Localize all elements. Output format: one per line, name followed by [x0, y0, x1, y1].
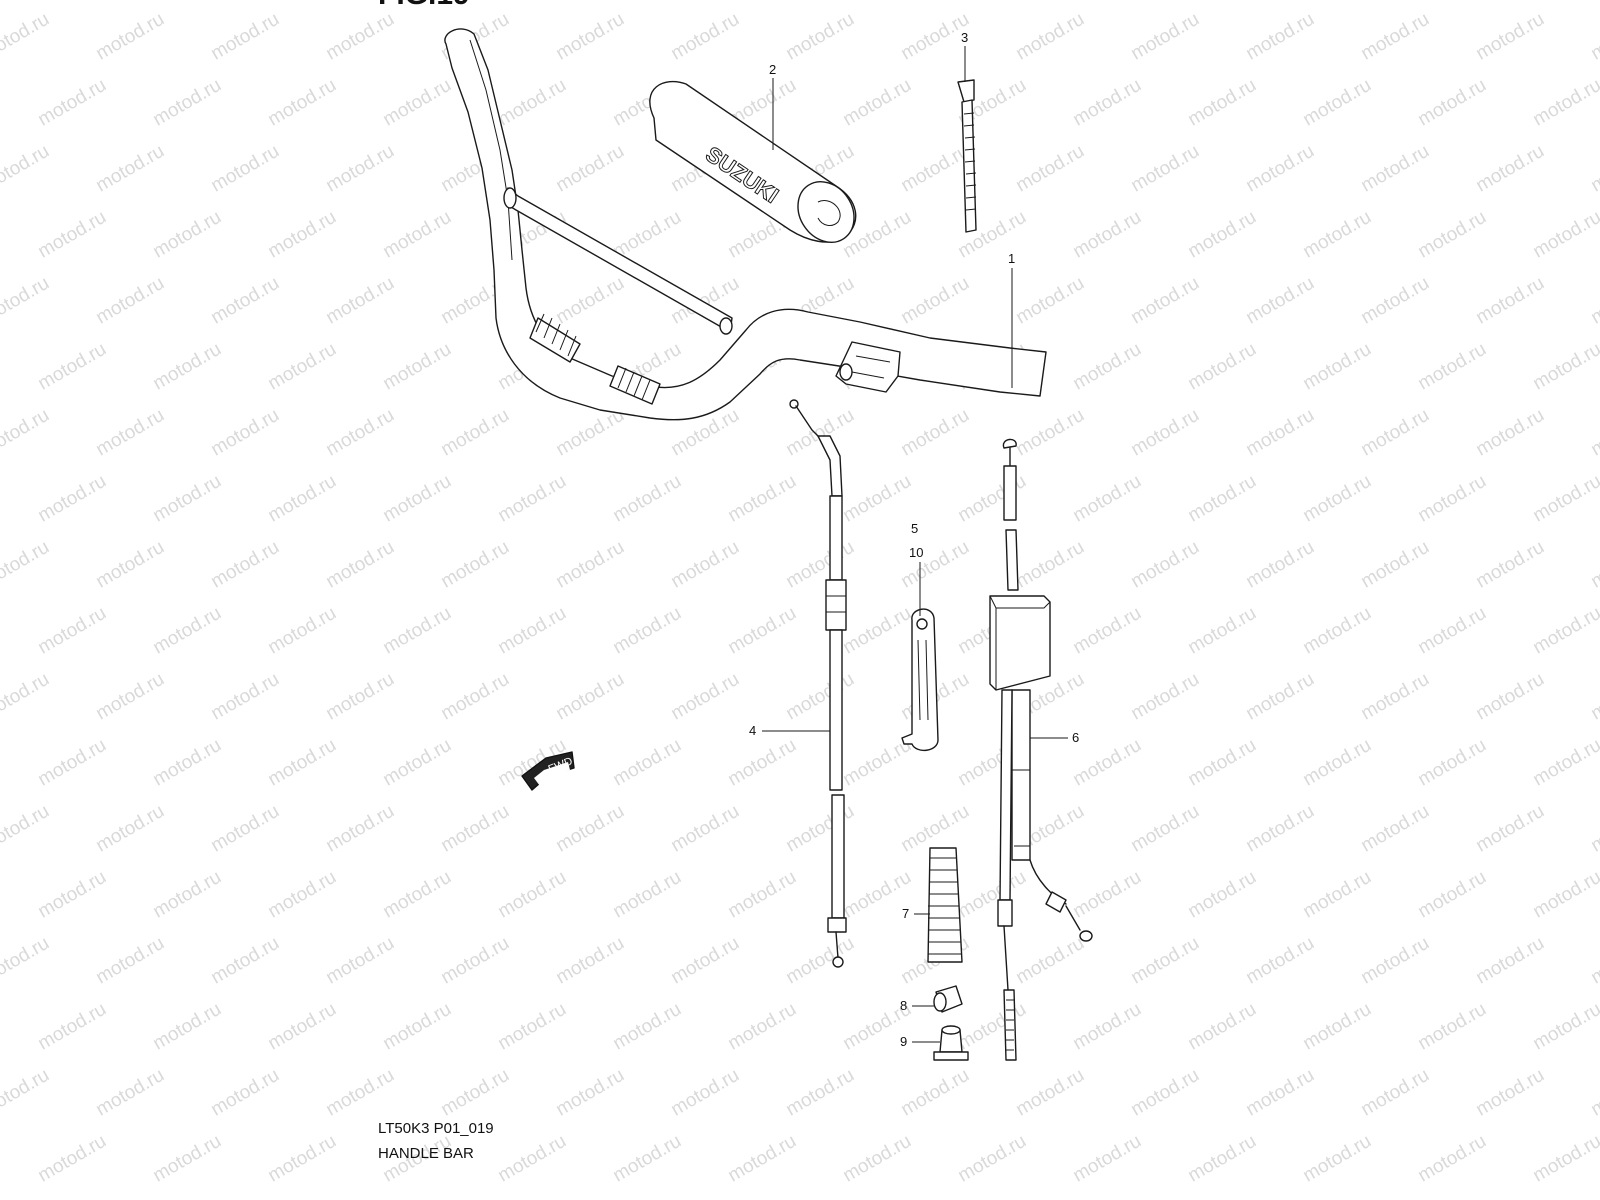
callouts: 1 2 3 4 5 10 6 7 8 9: [749, 30, 1079, 1049]
figure-name: HANDLE BAR: [378, 1145, 474, 1162]
callout-2: 2: [769, 62, 776, 77]
callout-4: 4: [749, 723, 756, 738]
forward-arrow-icon: FWD: [521, 751, 575, 791]
crossbar-pad-part[interactable]: SUZUKI: [649, 80, 866, 253]
callout-8: 8: [900, 998, 907, 1013]
bracket-plate-part[interactable]: [901, 608, 939, 751]
callout-1: 1: [1008, 251, 1015, 266]
callout-5: 5: [911, 521, 918, 536]
brake-cable-part[interactable]: [989, 438, 1093, 1061]
rubber-boot-part[interactable]: [927, 847, 963, 963]
callout-6: 6: [1072, 730, 1079, 745]
figure-title: FIG.19: [378, 0, 470, 12]
callout-7: 7: [902, 906, 909, 921]
callout-3: 3: [961, 30, 968, 45]
adjuster-bolt-part[interactable]: [933, 1025, 969, 1061]
throttle-cable-part[interactable]: [789, 399, 847, 968]
adjuster-nut-part[interactable]: [933, 985, 963, 1013]
callout-10: 10: [909, 545, 923, 560]
cable-tie-part[interactable]: [957, 79, 977, 233]
model-code: LT50K3 P01_019: [378, 1120, 494, 1137]
handlebar-part[interactable]: [444, 28, 1047, 421]
callout-9: 9: [900, 1034, 907, 1049]
